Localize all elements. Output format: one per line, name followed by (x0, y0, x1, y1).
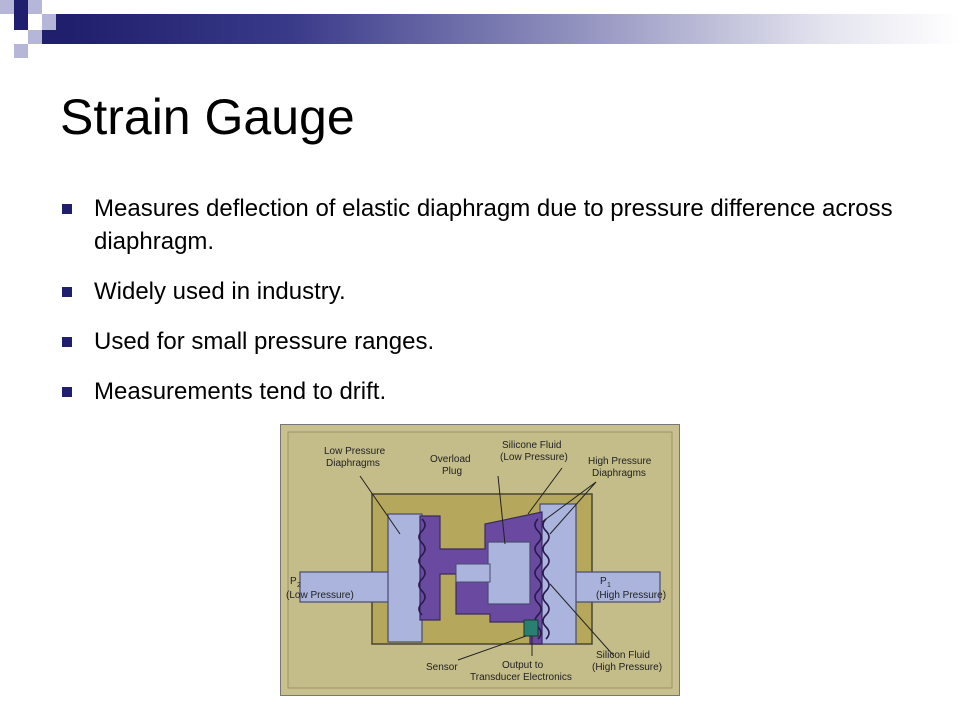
header-square-dark-4 (42, 30, 56, 44)
high-pressure-chamber (539, 503, 577, 645)
bullet-text: Widely used in industry. (94, 278, 346, 305)
bullet-square-icon (62, 287, 72, 297)
label-silicon-fluid: Silicon Fluid (596, 650, 650, 661)
bullet-text: Measurements tend to drift. (94, 378, 387, 405)
leader-lines (359, 467, 615, 661)
header-square-light-5 (14, 44, 28, 58)
high-diaphragm-line-1 (534, 518, 542, 640)
label-overload: Overload (430, 454, 471, 465)
bullet-item: Measurements tend to drift. (60, 375, 900, 408)
label-low-pressure-diaphragms: Low Pressure (324, 446, 386, 457)
overload-plug-stem (455, 563, 491, 583)
strain-gauge-diagram: Low Pressure Diaphragms Overload Plug Si… (280, 424, 680, 696)
label-sensor: Sensor (426, 662, 458, 673)
header-square-light-3 (42, 14, 58, 30)
bullet-text: Measures deflection of elastic diaphragm… (94, 195, 893, 255)
header-square-light-2 (28, 0, 42, 14)
bullet-square-icon (62, 204, 72, 214)
header-gradient-bar (70, 14, 960, 44)
bullet-item: Used for small pressure ranges. (60, 325, 900, 358)
label-low-pressure-diaphragms-2: Diaphragms (326, 458, 380, 469)
label-silicone-fluid: Silicone Fluid (502, 440, 561, 451)
bullet-item: Widely used in industry. (60, 275, 900, 308)
label-diaphragms: Diaphragms (592, 468, 646, 479)
label-p2-sub: 2 (297, 582, 301, 589)
slide-title: Strain Gauge (60, 89, 355, 145)
bullet-square-icon (62, 387, 72, 397)
bullet-text: Used for small pressure ranges. (94, 328, 435, 355)
bullet-item: Measures deflection of elastic diaphragm… (60, 192, 900, 258)
header-square-dark-1 (14, 0, 28, 14)
header-square-dark-2 (14, 14, 28, 30)
label-p1-high-pressure: (High Pressure) (596, 590, 666, 601)
bullet-square-icon (62, 337, 72, 347)
sensor-block (523, 619, 539, 637)
bullet-list: Measures deflection of elastic diaphragm… (60, 192, 900, 425)
label-output-to: Output to (502, 660, 544, 671)
label-p2: P (290, 576, 297, 587)
low-diaphragm-line (418, 518, 426, 616)
header-square-dark-3 (56, 14, 70, 44)
label-plug: Plug (442, 466, 462, 477)
label-p2-low-pressure: (Low Pressure) (286, 590, 354, 601)
low-pressure-chamber (387, 513, 423, 643)
label-p1-sub: 1 (607, 582, 611, 589)
label-p1: P (600, 576, 607, 587)
header-square-light-1 (0, 0, 14, 14)
label-transducer-electronics: Transducer Electronics (470, 672, 572, 683)
header-square-light-4 (28, 30, 42, 44)
label-low-pressure: (Low Pressure) (500, 452, 568, 463)
overload-plug (487, 541, 531, 605)
label-high-pressure: High Pressure (588, 456, 652, 467)
high-diaphragm-line-2 (542, 518, 550, 640)
label-high-pressure-fluid: (High Pressure) (592, 662, 662, 673)
